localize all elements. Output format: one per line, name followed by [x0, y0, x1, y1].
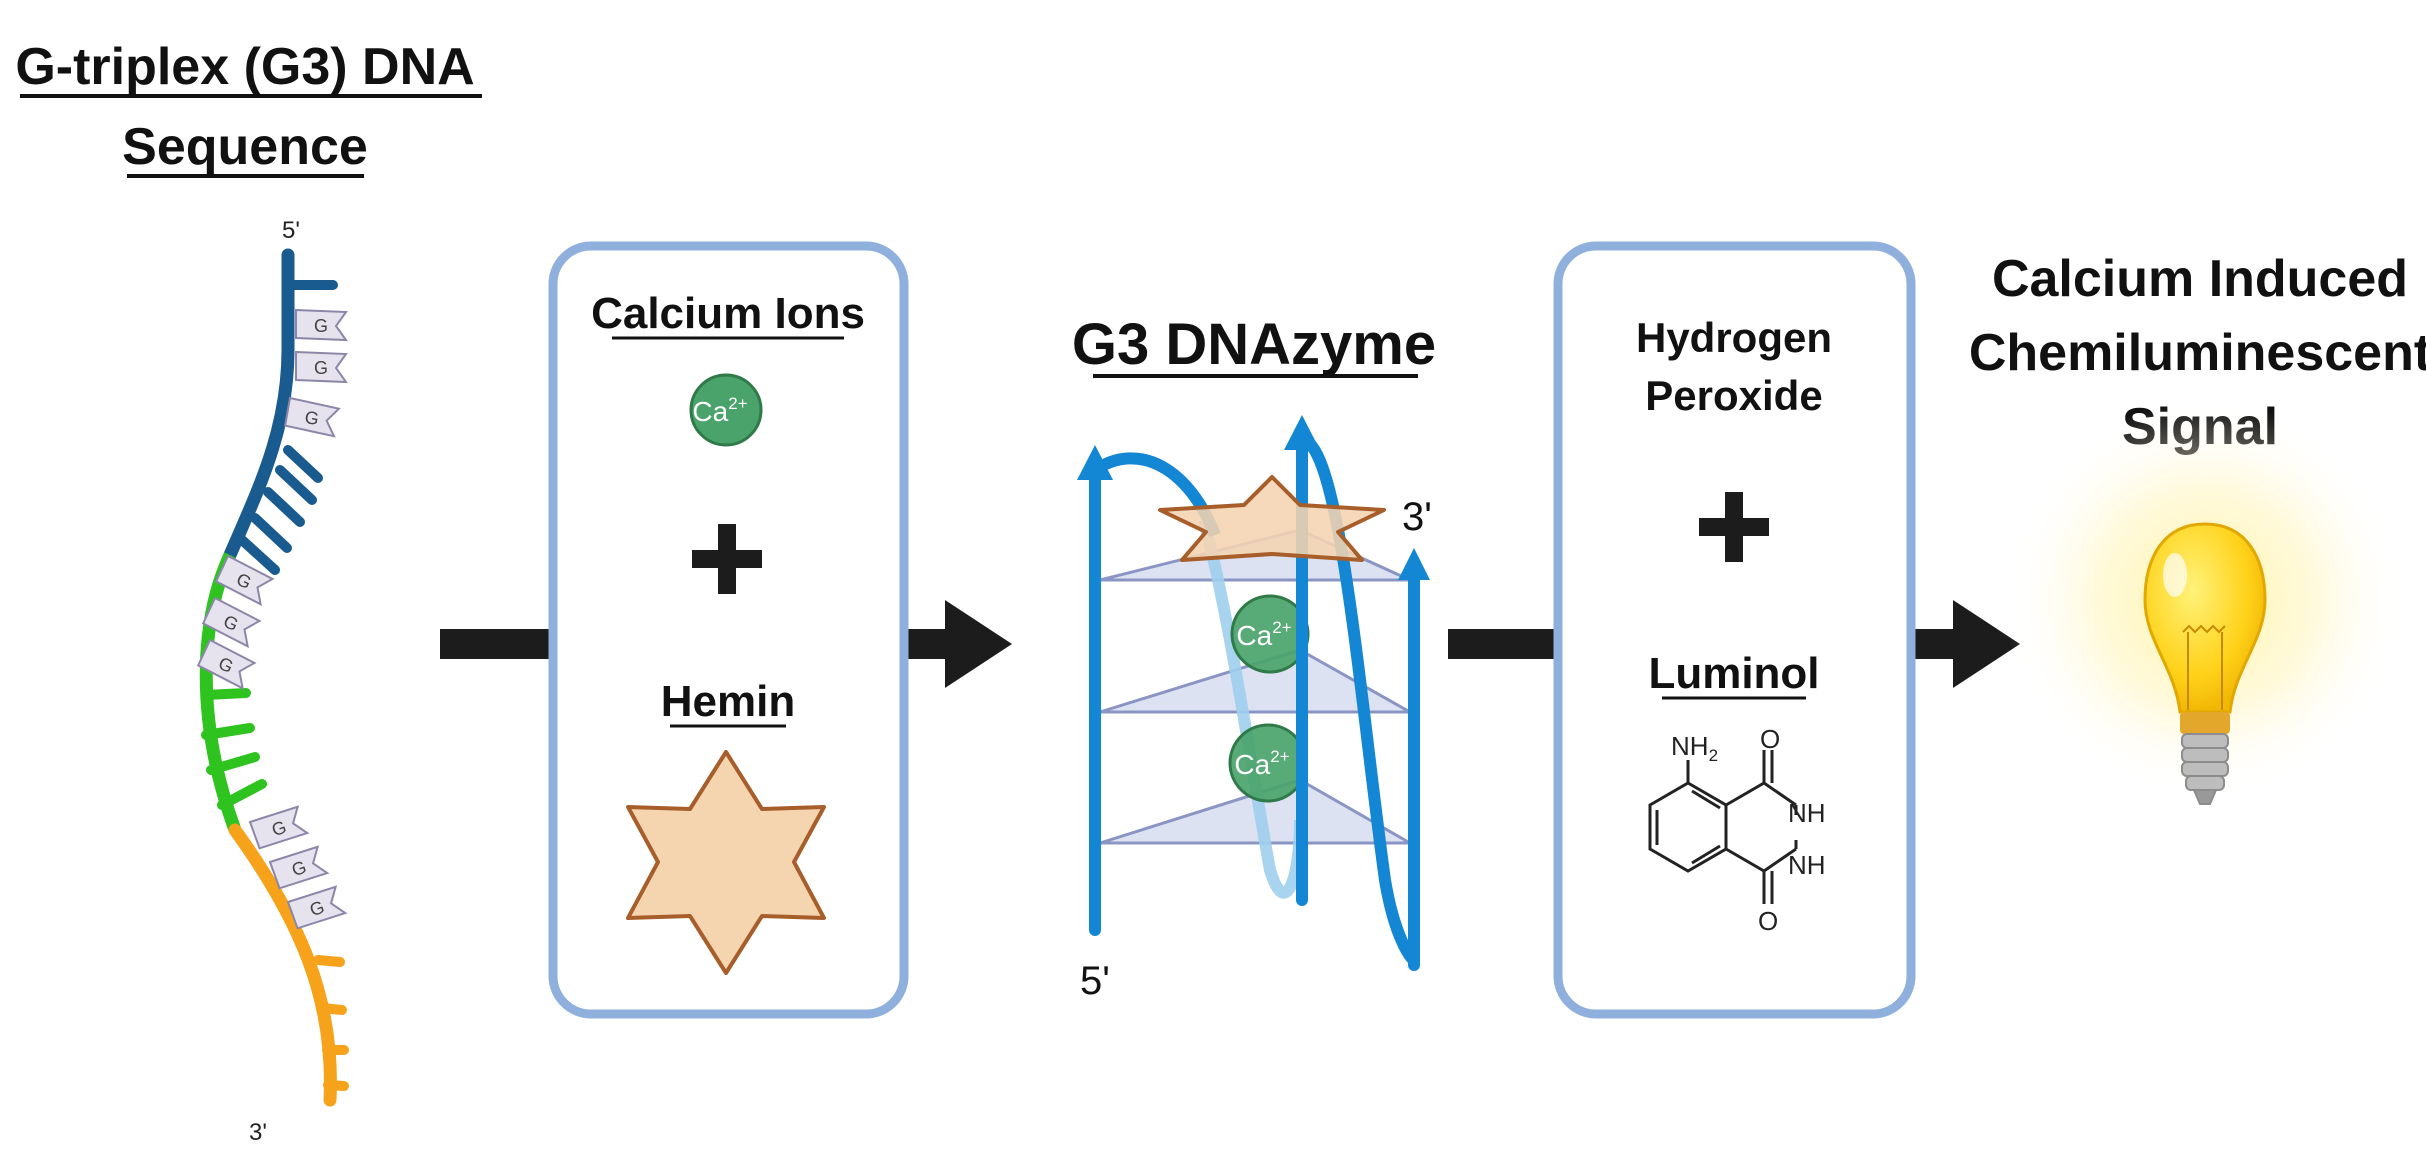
reagent-panel-peroxide-luminol: Hydrogen Peroxide Luminol O O NH NH: [1553, 241, 1916, 1019]
hemin-star-icon: [626, 750, 826, 975]
dnazyme-ion-symbol: Ca: [1236, 620, 1272, 651]
luminol-structure-icon: O O NH NH NH2: [1648, 724, 1826, 936]
strand-backbone-orange: [228, 823, 337, 1107]
luminol-nh-upper: NH: [1788, 798, 1826, 828]
arrow-to-dnazyme: [440, 600, 1012, 688]
plus-sign-2: [1699, 492, 1769, 562]
hemin-label: Hemin: [661, 677, 795, 726]
bulb-filament: [2182, 624, 2226, 710]
g-base-8: G: [268, 845, 330, 890]
calcium-charge: 2+: [728, 394, 747, 413]
bulb-collar: [2180, 712, 2230, 734]
strand-rungs-blue: [237, 280, 338, 575]
svg-text:NH2: NH2: [1671, 731, 1718, 765]
dnazyme-hemin-star: [1158, 475, 1386, 562]
dnazyme-title: G3 DNAzyme: [1072, 312, 1436, 377]
luminol-o-bottom: O: [1758, 906, 1778, 936]
calcium-symbol: Ca: [692, 396, 728, 427]
strand-backbone-blue: [223, 248, 295, 562]
svg-text:Ca2+: Ca2+: [692, 394, 747, 427]
g-base-letter: G: [289, 857, 309, 881]
g-base-5: G: [201, 596, 262, 649]
peroxide-label-line1: Hydrogen: [1636, 314, 1832, 361]
g3-dnazyme-section: G3 DNAzyme Ca2+ Ca2+ 5' 3': [1072, 312, 1436, 1003]
g-base-letter: G: [314, 316, 328, 336]
g-base-7: G: [248, 805, 310, 850]
dnazyme-ion-charge: 2+: [1270, 747, 1289, 766]
signal-title-line1: Calcium Induced: [1992, 250, 2408, 308]
g-base-letter: G: [314, 358, 328, 378]
luminol-label: Luminol: [1648, 649, 1819, 698]
g-base-letter: G: [269, 817, 289, 841]
arrow-to-signal: [1448, 600, 2020, 688]
signal-title-line2: Chemiluminescent: [1969, 324, 2426, 382]
dna-strand-right-arrowhead: [1398, 548, 1430, 580]
g-base-letter: G: [307, 897, 327, 921]
luminol-nh2: NH: [1671, 731, 1709, 761]
bulb-base: [2181, 733, 2229, 805]
sequence-title-line2: Sequence: [122, 118, 368, 176]
g-base-2: G: [295, 350, 349, 384]
calcium-ion-icon: Ca2+: [689, 373, 763, 447]
dnazyme-ion-symbol: Ca: [1234, 749, 1270, 780]
g-base-letter: G: [303, 407, 320, 429]
strand-rungs-orange: [313, 955, 349, 1091]
g-base-9: G: [286, 885, 348, 930]
g-base-1: G: [295, 308, 349, 342]
strand-5prime-label: 5': [282, 217, 300, 244]
dnazyme-calcium-ion-2: Ca2+: [1228, 723, 1308, 803]
g-base-4: G: [214, 554, 275, 607]
dnazyme-5prime-label: 5': [1080, 959, 1110, 1003]
sequence-title-line1: G-triplex (G3) DNA: [15, 38, 474, 96]
dnazyme-ion-charge: 2+: [1272, 618, 1291, 637]
light-bulb-icon: [2005, 400, 2405, 805]
guanine-bases: G G G G G G G: [196, 308, 349, 930]
dnazyme-calcium-ion-1: Ca2+: [1230, 594, 1310, 674]
dnazyme-3prime-label: 3': [1402, 495, 1432, 539]
g3-sequence-section: G-triplex (G3) DNA Sequence 5' 3': [15, 38, 482, 1146]
strand-rungs-green: [201, 688, 267, 810]
svg-text:Ca2+: Ca2+: [1234, 747, 1289, 780]
plus-sign-1: [692, 524, 762, 594]
luminol-nh-lower: NH: [1788, 850, 1826, 880]
bulb-highlight: [2163, 553, 2187, 597]
g-base-3: G: [283, 396, 341, 438]
g-base-6: G: [196, 638, 257, 691]
peroxide-label-line2: Peroxide: [1645, 372, 1822, 419]
luminol-nh2-subscript: 2: [1709, 746, 1718, 765]
strand-3prime-label: 3': [249, 1119, 267, 1146]
dna-strand-right-loop: [1300, 434, 1418, 966]
svg-text:Ca2+: Ca2+: [1236, 618, 1291, 651]
signal-section: Calcium Induced Chemiluminescent Signal: [1969, 250, 2426, 805]
luminol-o-top: O: [1760, 724, 1780, 754]
dna-strand-back-loop: [1198, 518, 1306, 899]
reagent-panel-calcium-hemin: Calcium Ions Ca2+ Hemin: [548, 241, 909, 1019]
calcium-ions-label: Calcium Ions: [591, 289, 865, 338]
